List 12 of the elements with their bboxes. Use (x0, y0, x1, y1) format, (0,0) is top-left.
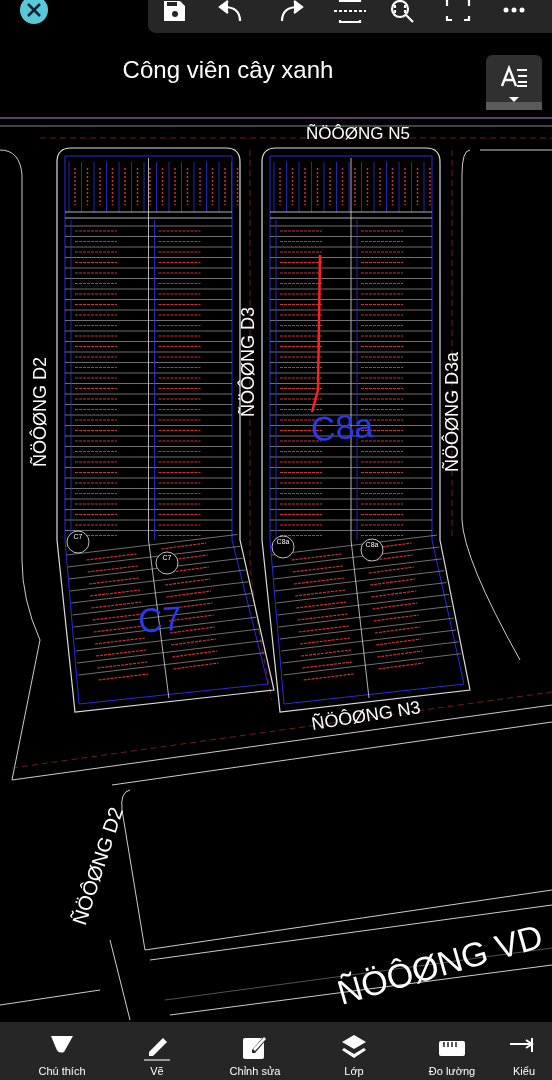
road-name: ÑÖÔØNG D3 (238, 307, 258, 417)
toolbar-button: Chú thích (19, 1024, 105, 1080)
block-label: C7 (137, 600, 183, 640)
road-name: ÑÖÔØNG N5 (306, 125, 410, 143)
toolbar-button: Chỉnh sửa (212, 1024, 298, 1080)
place-label: Công viên cây xanh (122, 57, 334, 83)
road-name: ÑÖÔØNG D3a (442, 352, 462, 472)
road-name: ÑÖÔØNG D2 (30, 357, 50, 467)
road-name: ÑÖÔØNG N3 (310, 698, 422, 734)
block-label: C8a (309, 408, 375, 448)
toolbar-button: Vẽ (114, 1024, 200, 1080)
toolbar-button: Lớp (311, 1024, 397, 1080)
